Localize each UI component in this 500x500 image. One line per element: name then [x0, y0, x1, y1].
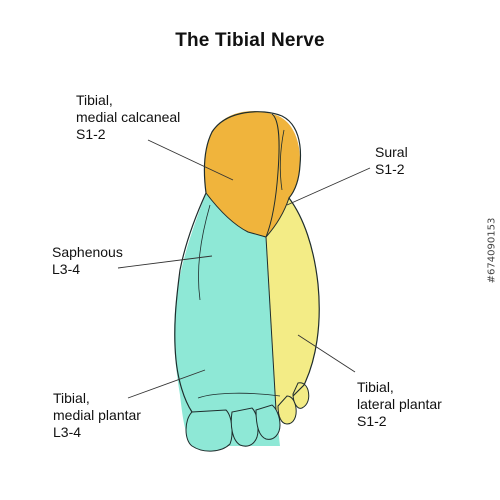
third-toe: [255, 404, 281, 440]
heel-crease: [279, 129, 285, 191]
medial-calcaneal-region: [204, 111, 280, 237]
big-toe: [185, 409, 233, 452]
medial-plantar-region: [174, 193, 280, 446]
saphenous-leader: [117, 255, 213, 269]
second-toe: [230, 407, 259, 447]
fourth-toe: [277, 395, 297, 425]
foot-outline: [174, 111, 320, 413]
label-medial-calcaneal: Tibial, medial calcaneal S1-2: [76, 92, 181, 142]
label-medial-plantar: Tibial, medial plantar L3-4: [53, 390, 141, 440]
heel-divider: [265, 113, 280, 238]
label-lateral-plantar: Tibial, lateral plantar S1-2: [357, 379, 442, 429]
toes: [185, 382, 310, 452]
lateral-border: [265, 236, 277, 411]
arch-line: [198, 204, 211, 301]
label-sural: Sural S1-2: [375, 144, 408, 177]
diagram-title: The Tibial Nerve: [175, 30, 325, 51]
watermark-id: #674090153: [486, 217, 498, 283]
lateral-plantar-leader: [297, 334, 356, 373]
ball-crease: [197, 392, 281, 399]
label-saphenous: Saphenous L3-4: [52, 244, 123, 277]
lateral-plantar-region: [266, 198, 320, 415]
medial-plantar-leader: [127, 369, 206, 399]
medial-calcaneal-leader: [147, 139, 234, 181]
sural-leader: [286, 167, 371, 206]
fifth-toe: [292, 382, 310, 409]
heel-border: [205, 192, 290, 238]
